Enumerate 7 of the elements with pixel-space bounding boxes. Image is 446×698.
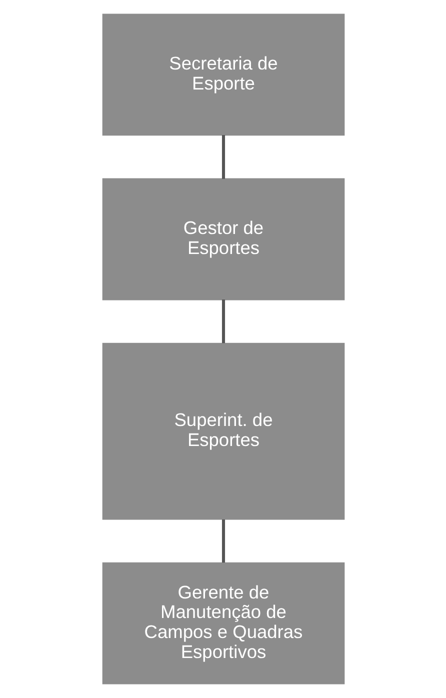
node-box: Gestor de Esportes bbox=[102, 178, 344, 300]
connector bbox=[221, 519, 225, 563]
connector bbox=[221, 300, 225, 344]
node-box: Superint. de Esportes bbox=[102, 342, 344, 520]
node-box: Secretaria de Esporte bbox=[102, 14, 344, 136]
connector bbox=[221, 135, 225, 179]
node-box: Gerente de Manutenção de Campos e Quadras Esportivos bbox=[102, 562, 344, 684]
